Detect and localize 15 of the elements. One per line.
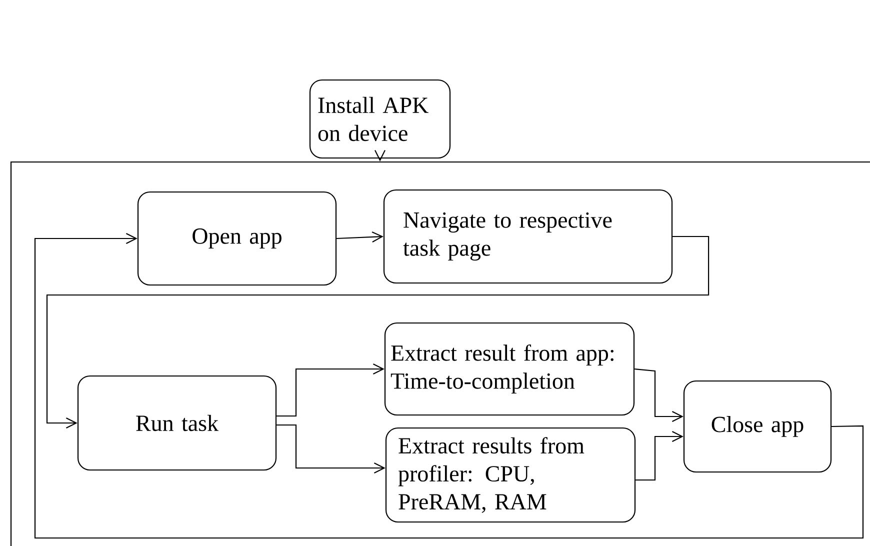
arrow — [636, 431, 684, 481]
arrow — [276, 424, 386, 474]
process-box: Run task — [77, 375, 277, 471]
process-box: Navigate to respective task page — [383, 189, 673, 284]
arrow — [46, 236, 710, 428]
process-box: Extract results from profiler: CPU, PreRAM, RAM — [385, 427, 636, 523]
frame — [10, 161, 870, 546]
arrow — [34, 233, 864, 539]
arrow — [336, 231, 384, 242]
arrow — [276, 364, 384, 417]
process-box: Close app — [683, 380, 832, 473]
process-box: Open app — [137, 191, 337, 286]
arrow — [634, 368, 684, 422]
process-box: Extract result from app: Time-to-completion — [384, 322, 635, 416]
process-box: Install APK on device — [309, 79, 451, 159]
